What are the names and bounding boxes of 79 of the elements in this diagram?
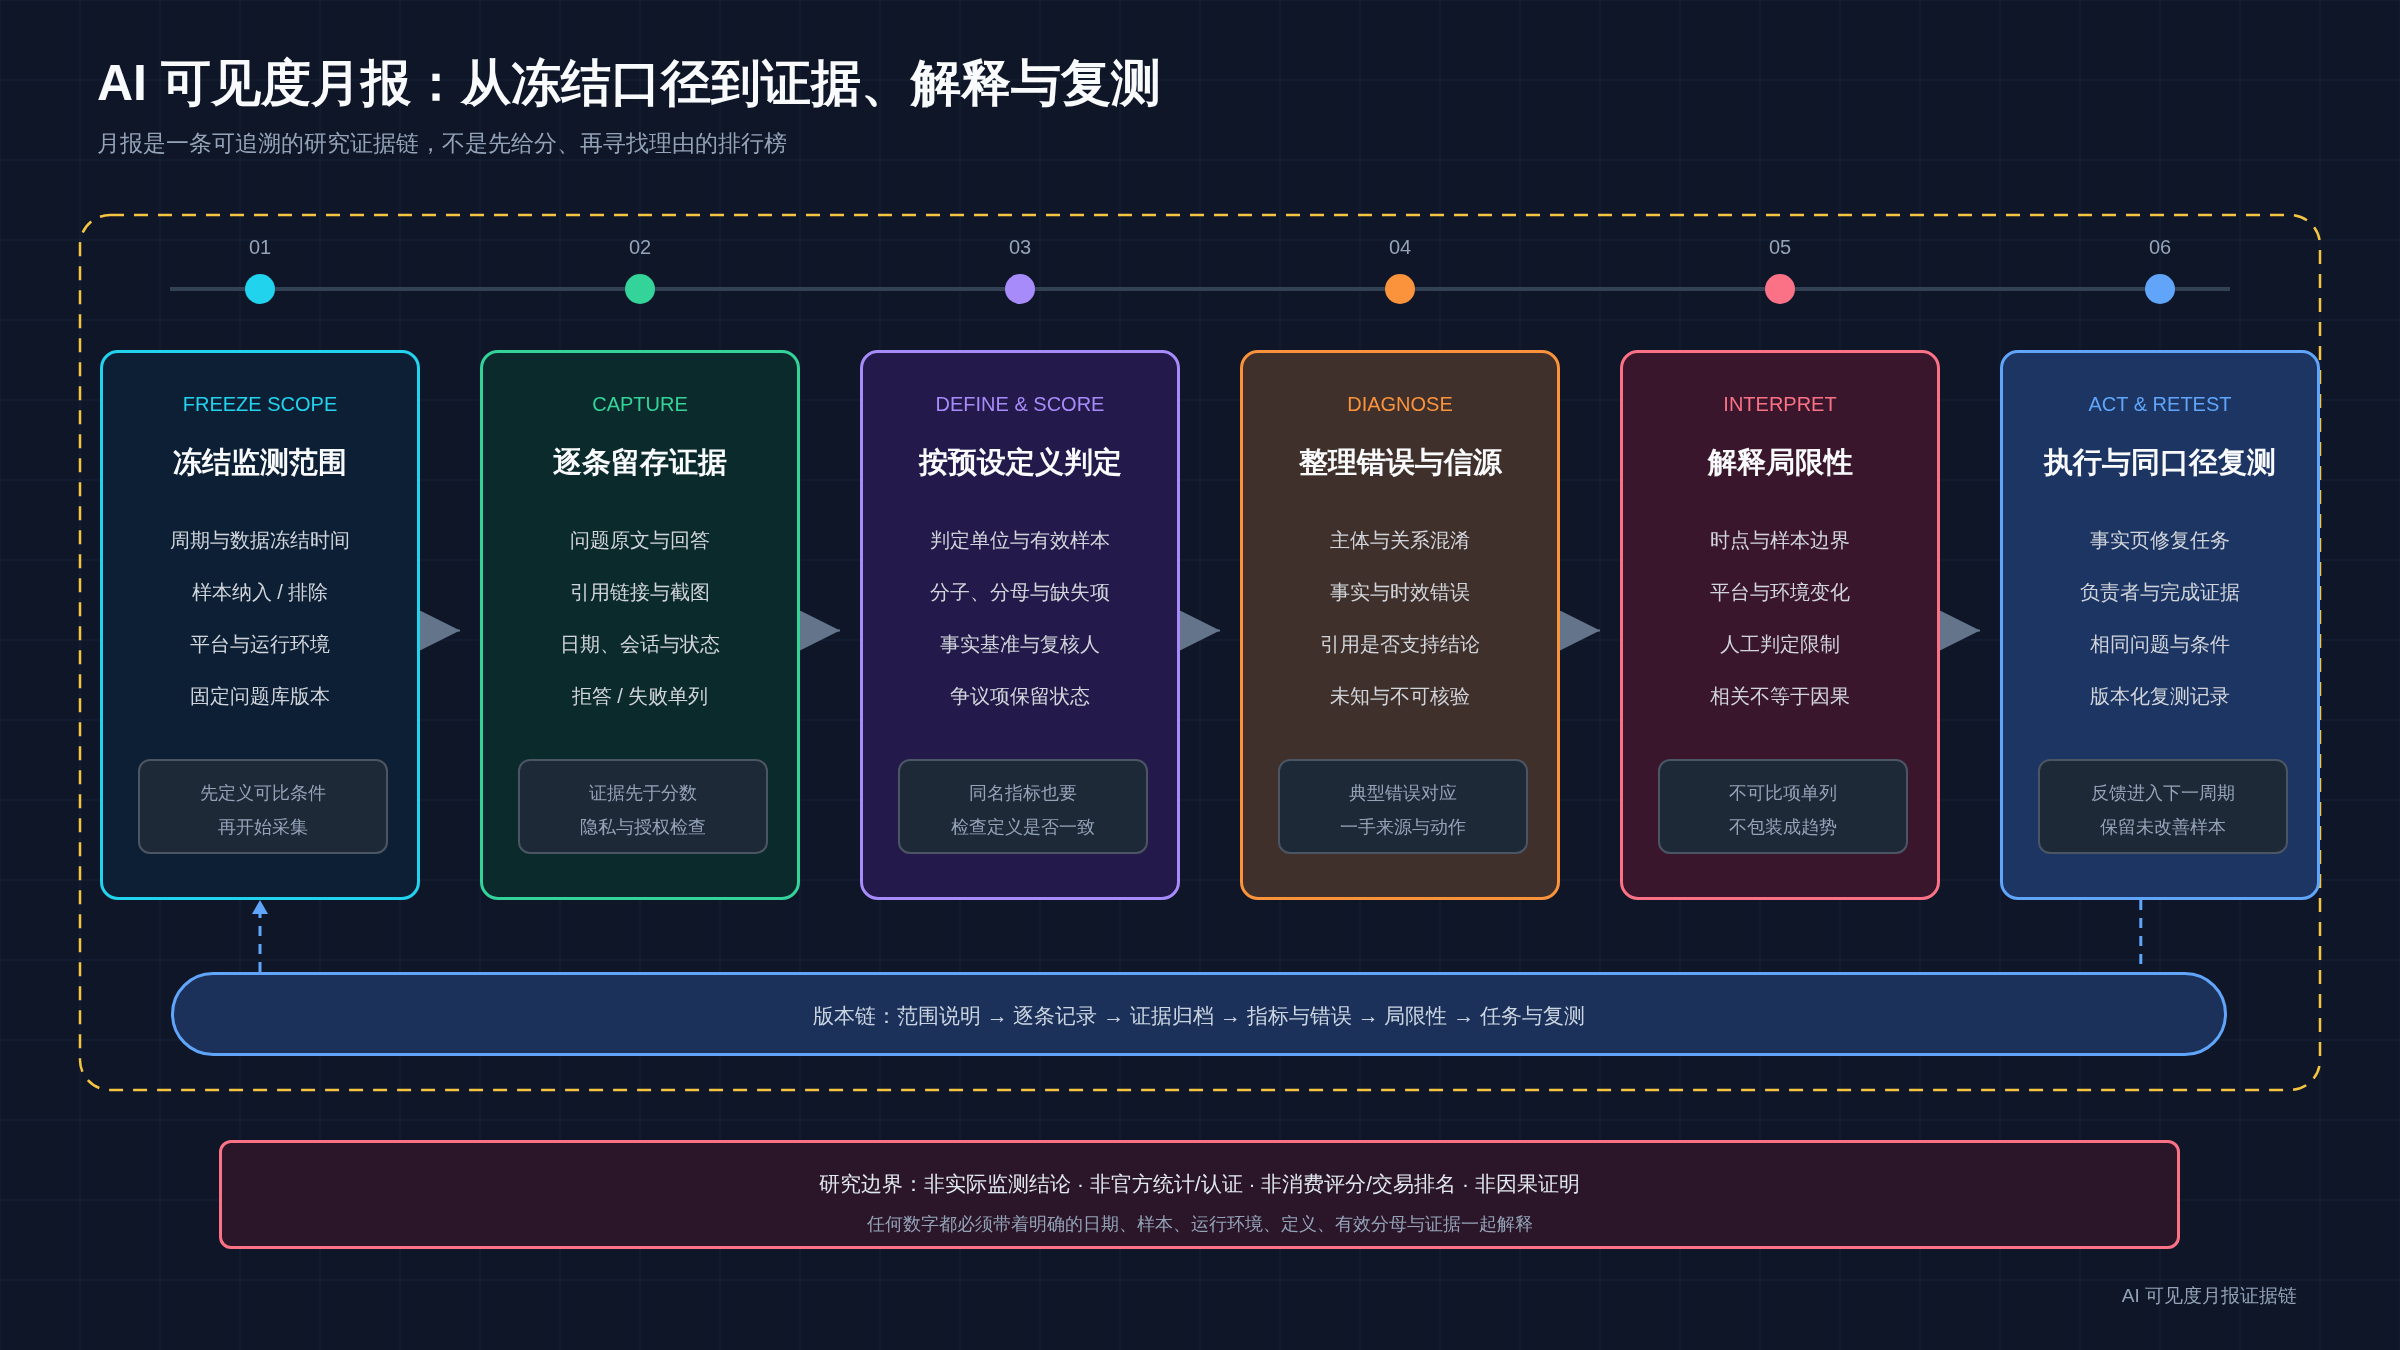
step-card <box>1620 350 1940 900</box>
list-item: 负责者与完成证据 <box>2079 580 2241 605</box>
card-title: 冻结监测范围 <box>172 445 348 480</box>
note-line: 先定义可比条件 <box>199 782 327 805</box>
note-box <box>898 759 1148 854</box>
note-line: 隐私与授权检查 <box>579 816 707 839</box>
chain-text: 版本链：范围说明 → 逐条记录 → 证据归档 → 指标与错误 → 局限性 → 任务与复测 <box>811 1003 1587 1029</box>
note-line: 典型错误对应 <box>1348 782 1458 805</box>
card-title: 执行与同口径复测 <box>2042 445 2277 480</box>
note-line: 不可比项单列 <box>1728 782 1838 805</box>
list-item: 分子、分母与缺失项 <box>929 580 1111 605</box>
step-number: 03 <box>1007 236 1033 259</box>
list-item: 判定单位与有效样本 <box>929 528 1111 553</box>
note-line: 同名指标也要 <box>968 782 1078 805</box>
boundary-box <box>219 1140 2180 1249</box>
list-item: 人工判定限制 <box>1719 632 1841 657</box>
list-item: 事实与时效错误 <box>1329 580 1471 605</box>
note-box <box>1658 759 1908 854</box>
boundary-note: 任何数字都必须带着明确的日期、样本、运行环境、定义、有效分母与证据一起解释 <box>865 1213 1534 1236</box>
step-number: 04 <box>1387 236 1413 259</box>
step-label: CAPTURE <box>591 393 689 416</box>
list-item: 争议项保留状态 <box>949 684 1091 709</box>
step-label: ACT & RETEST <box>2087 393 2233 416</box>
note-line: 一手来源与动作 <box>1339 816 1467 839</box>
list-item: 未知与不可核验 <box>1329 684 1471 709</box>
step-number: 02 <box>627 236 653 259</box>
note-line: 反馈进入下一周期 <box>2090 782 2236 805</box>
note-box <box>1278 759 1528 854</box>
list-item: 周期与数据冻结时间 <box>169 528 351 553</box>
note-box <box>2038 759 2288 854</box>
boundary-heading: 研究边界：非实际监测结论 · 非官方统计/认证 · 非消费评分/交易排名 · 非因果证明 <box>818 1171 1581 1197</box>
arrow <box>252 900 268 972</box>
step-number: 01 <box>247 236 273 259</box>
list-item: 时点与样本边界 <box>1709 528 1851 553</box>
note-line: 再开始采集 <box>217 816 309 839</box>
list-item: 版本化复测记录 <box>2089 684 2231 709</box>
list-item: 日期、会话与状态 <box>559 632 721 657</box>
card-title: 解释局限性 <box>1706 445 1854 480</box>
title: AI 可见度月报：从冻结口径到证据、解释与复测 <box>97 54 1161 113</box>
list-item: 平台与运行环境 <box>189 632 331 657</box>
footer-text: AI 可见度月报证据链 <box>2121 1284 2297 1308</box>
list-item: 主体与关系混淆 <box>1329 528 1471 553</box>
list-item: 引用链接与截图 <box>569 580 711 605</box>
note-line: 不包装成趋势 <box>1728 816 1838 839</box>
arrow <box>1939 610 1981 651</box>
arrow <box>799 610 841 651</box>
step-label: FREEZE SCOPE <box>181 393 339 416</box>
list-item: 拒答 / 失败单列 <box>570 684 710 709</box>
list-item: 事实基准与复核人 <box>939 632 1101 657</box>
list-item: 引用是否支持结论 <box>1319 632 1481 657</box>
list-item: 问题原文与回答 <box>569 528 711 553</box>
step-card <box>1240 350 1560 900</box>
note-box <box>138 759 388 854</box>
list-item: 样本纳入 / 排除 <box>190 580 330 605</box>
subtitle: 月报是一条可追溯的研究证据链，不是先给分、再寻找理由的排行榜 <box>97 129 787 158</box>
step-card <box>100 350 420 900</box>
step-card <box>860 350 1180 900</box>
arrow <box>1559 610 1601 651</box>
card-title: 整理错误与信源 <box>1297 445 1503 480</box>
step-card <box>480 350 800 900</box>
arrow <box>1179 610 1221 651</box>
step-number: 05 <box>1767 236 1793 259</box>
step-label: INTERPRET <box>1722 393 1838 416</box>
note-line: 保留未改善样本 <box>2099 816 2227 839</box>
arrow <box>419 610 461 651</box>
step-number: 06 <box>2147 236 2173 259</box>
card-title: 逐条留存证据 <box>552 445 728 480</box>
card-title: 按预设定义判定 <box>917 445 1123 480</box>
list-item: 事实页修复任务 <box>2089 528 2231 553</box>
note-line: 检查定义是否一致 <box>950 816 1096 839</box>
step-label: DEFINE & SCORE <box>934 393 1106 416</box>
list-item: 平台与环境变化 <box>1709 580 1851 605</box>
list-item: 相同问题与条件 <box>2089 632 2231 657</box>
step-label: DIAGNOSE <box>1346 393 1454 416</box>
note-box <box>518 759 768 854</box>
list-item: 固定问题库版本 <box>189 684 331 709</box>
list-item: 相关不等于因果 <box>1709 684 1851 709</box>
note-line: 证据先于分数 <box>588 782 698 805</box>
step-card <box>2000 350 2320 900</box>
